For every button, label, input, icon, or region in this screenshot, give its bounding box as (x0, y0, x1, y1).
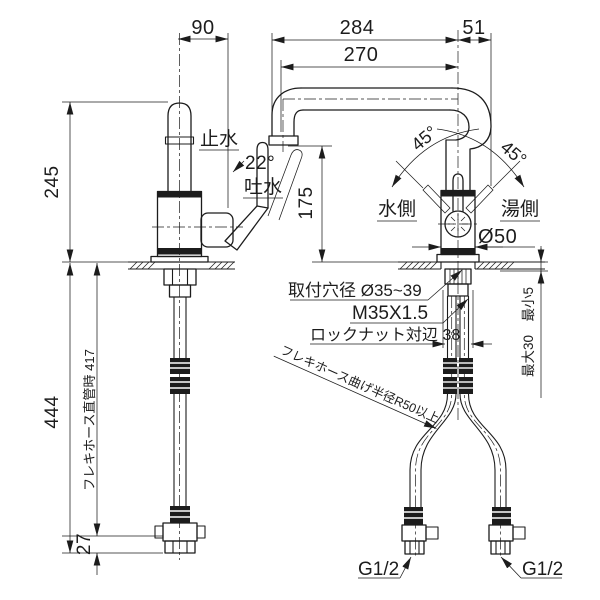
hose-couplings-front (443, 358, 473, 394)
label-45deg-left: 45° (407, 122, 441, 155)
note-deck-thickness: 最大30 最小5 (521, 287, 536, 377)
thread-lines (449, 269, 467, 284)
dim-284: 284 (340, 17, 375, 39)
note-hose-bend-radius: フレキホース曲げ半径R50以上 (278, 343, 441, 426)
cartridge-knurl (448, 214, 468, 234)
label-22deg: 22° (245, 153, 275, 174)
front-view (268, 87, 545, 555)
label-cold-side: 水側 (378, 198, 416, 220)
note-locknut: ロックナット対辺 38 (310, 326, 460, 344)
dim-27: 27 (74, 533, 95, 555)
dim-444: 444 (42, 395, 63, 428)
dim-90: 90 (191, 17, 214, 39)
note-thread: M35X1.5 (352, 303, 428, 324)
deck-hatch-right (399, 261, 515, 270)
dim-51: 51 (462, 17, 485, 39)
label-45deg-right: 45° (497, 137, 531, 170)
side-view (128, 102, 303, 554)
label-flow-water: 吐水 (244, 176, 282, 198)
hose-coupling (170, 358, 190, 523)
dim-body-diameter: Ø50 (478, 226, 517, 248)
fitting-hot (488, 507, 526, 555)
fitting-cold (401, 507, 439, 555)
note-mount-hole: 取付穴径 Ø35~39 (288, 281, 422, 300)
dim-175: 175 (296, 186, 317, 219)
dim-245: 245 (42, 165, 63, 198)
annotations: 90 284 51 270 245 444 フレキホース直管時 417 27 1… (42, 17, 563, 580)
dimensions (62, 33, 562, 579)
deck-hatch-left (129, 261, 235, 270)
dim-270: 270 (344, 44, 379, 66)
label-hot-side: 湯側 (501, 198, 539, 220)
label-g12-cold: G1/2 (358, 559, 399, 580)
label-stop-water: 止水 (200, 128, 238, 150)
dim-hose-straight-417: フレキホース直管時 417 (82, 349, 97, 491)
label-g12-hot: G1/2 (522, 559, 563, 580)
